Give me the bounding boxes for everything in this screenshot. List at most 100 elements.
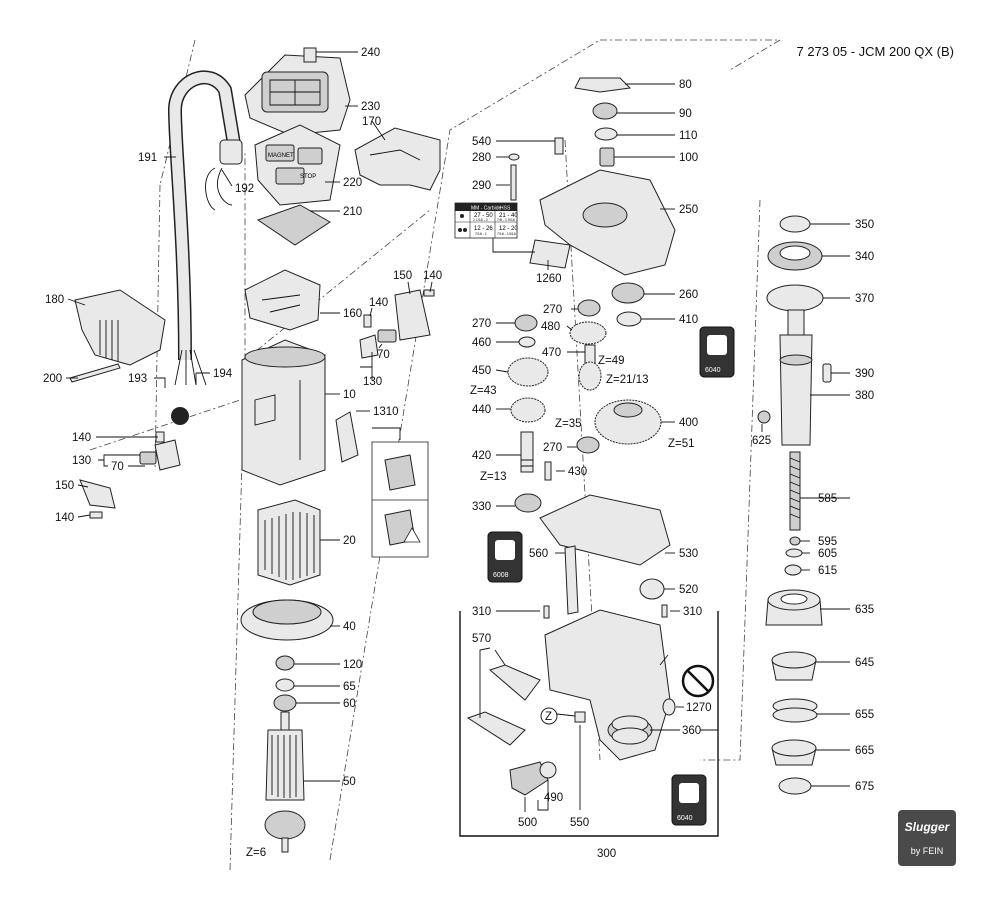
callout-500: 500 <box>518 817 537 829</box>
ring-65 <box>275 678 295 692</box>
callout-390: 390 <box>855 368 874 380</box>
callout-530: 530 <box>679 548 698 560</box>
screw-290 <box>510 164 517 201</box>
callout-140d: 140 <box>55 512 74 524</box>
speed-table-r1-hss: 21 - 40 <box>499 213 518 219</box>
label-1310 <box>335 411 359 463</box>
ball-625 <box>757 410 771 424</box>
callout-460: 460 <box>472 337 491 349</box>
callout-160: 160 <box>343 308 362 320</box>
callout-585: 585 <box>818 493 837 505</box>
circlip-350 <box>779 215 811 233</box>
callout-90: 90 <box>679 108 692 120</box>
callout-70b: 70 <box>111 461 124 473</box>
callout-1260: 1260 <box>536 273 562 285</box>
spindle-380 <box>779 309 813 446</box>
callout-380: 380 <box>855 390 874 402</box>
callout-570: 570 <box>472 633 491 645</box>
callout-310a: 310 <box>472 606 491 618</box>
bearing-90 <box>592 102 618 120</box>
callout-110: 110 <box>679 130 697 142</box>
washer-280 <box>508 153 520 161</box>
marker-a <box>171 407 189 425</box>
callout-191: 191 <box>138 152 157 164</box>
callout-100: 100 <box>679 152 698 164</box>
washer-605 <box>785 548 803 558</box>
seal-520 <box>639 578 665 600</box>
screw-540 <box>554 137 564 155</box>
instruction-panel <box>371 441 429 558</box>
screw-200 <box>69 363 121 383</box>
callout-420: 420 <box>472 450 491 462</box>
callout-z6: Z=6 <box>246 847 266 859</box>
bearing-260 <box>611 282 645 304</box>
bearing-340 <box>767 241 823 271</box>
panel-label-magnet: MAGNET <box>268 153 294 159</box>
speed-table-r1-mm-sub: 1 1/16 - 2 <box>473 218 488 222</box>
tool-code-left: 6008 <box>493 572 509 579</box>
key-390 <box>822 363 832 383</box>
callout-605: 605 <box>818 548 837 560</box>
callout-z: Z <box>545 711 552 723</box>
callout-250: 250 <box>679 204 698 216</box>
gear-440 <box>510 397 546 423</box>
callout-z51: Z=51 <box>668 438 695 450</box>
speed-table-r1-mm: 27 - 50 <box>474 213 493 219</box>
drawing-title: 7 273 05 - JCM 200 QX (B) <box>796 44 954 59</box>
seal-1270 <box>662 698 676 716</box>
bearing-120 <box>275 655 295 671</box>
callout-180: 180 <box>45 294 64 306</box>
callout-310b: 310 <box>683 606 702 618</box>
rings-360 <box>611 715 649 745</box>
key-430 <box>544 461 552 481</box>
callout-20: 20 <box>343 535 356 547</box>
callout-560: 560 <box>529 548 548 560</box>
callout-270a: 270 <box>543 304 562 316</box>
callout-z49: Z=49 <box>598 355 625 367</box>
brush-cover-180 <box>74 289 166 366</box>
callout-350: 350 <box>855 219 874 231</box>
cap-150 <box>79 289 431 509</box>
levers-570 <box>466 664 541 746</box>
speed-table-r2-hss-sub: 7/16 - 13/16 <box>497 232 516 236</box>
control-panel-220: MAGNET STOP <box>254 124 341 206</box>
speed-table-col-hss: HSS <box>500 206 511 212</box>
callout-140b: 140 <box>369 297 388 309</box>
callout-615: 615 <box>818 565 837 577</box>
callout-200: 200 <box>43 373 62 385</box>
callout-z43: Z=43 <box>470 385 497 397</box>
callout-65: 65 <box>343 681 356 693</box>
callout-655: 655 <box>855 709 874 721</box>
assembly-axis-lines <box>89 39 782 871</box>
callout-numbers: 240 230 170 191 192 220 210 180 150 140 … <box>43 47 874 860</box>
sleeve-645 <box>771 651 817 681</box>
callout-210: 210 <box>343 206 362 218</box>
nut-595 <box>789 536 801 546</box>
callout-z13: Z=13 <box>480 471 507 483</box>
strip-560 <box>564 545 579 615</box>
cable-hose-191 <box>167 70 243 386</box>
shaft-470 <box>578 344 602 391</box>
callout-1270: 1270 <box>686 702 712 714</box>
callout-665: 665 <box>855 745 874 757</box>
gear-housing-300 <box>544 609 671 761</box>
callout-140a: 140 <box>423 270 442 282</box>
callout-130b: 130 <box>72 455 91 467</box>
callout-300: 300 <box>597 848 616 860</box>
speed-table-r2-hss: 12 - 20 <box>499 226 518 232</box>
callout-120: 120 <box>343 659 362 671</box>
callout-220: 220 <box>343 177 362 189</box>
callout-440: 440 <box>472 404 491 416</box>
tool-badge-right: 6040 <box>699 326 735 378</box>
callout-z35: Z=35 <box>555 418 582 430</box>
callout-240: 240 <box>361 47 380 59</box>
knob-500 <box>509 761 557 796</box>
gear-400 <box>594 399 662 445</box>
collar-635 <box>765 589 823 626</box>
spring-655 <box>772 698 818 723</box>
prohibited-icon <box>681 664 715 698</box>
pinion-420 <box>520 431 534 473</box>
circlip-675 <box>778 777 812 795</box>
callout-10: 10 <box>343 389 356 401</box>
callout-z2113: Z=21/13 <box>606 374 649 386</box>
